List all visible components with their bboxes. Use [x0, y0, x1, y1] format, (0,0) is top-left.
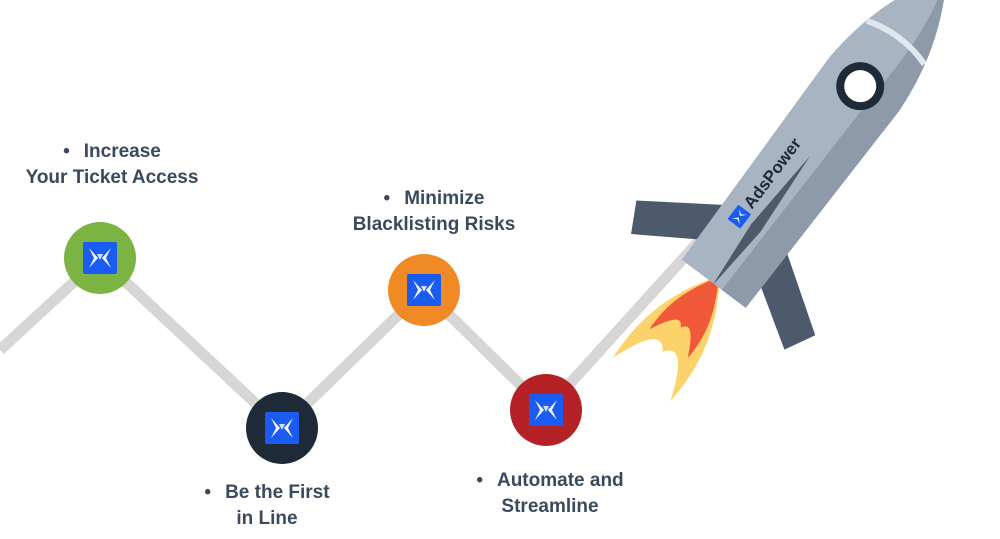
milestone-label-3: • Be the First in Line	[187, 480, 347, 532]
milestone-3-line2: in Line	[236, 508, 298, 529]
milestone-4-line1: Automate and	[496, 470, 624, 491]
milestone-2-line2: Blacklisting Risks	[352, 214, 516, 235]
milestone-node-1	[64, 222, 136, 294]
milestone-label-4: • Automate and Streamline	[455, 468, 645, 520]
rocket-fin-top	[631, 200, 726, 241]
milestone-4-line2: Streamline	[501, 496, 599, 517]
rocket-icon: AdsPower	[612, 0, 948, 402]
rocket-flame-inner	[649, 277, 719, 359]
adspower-logo-icon	[83, 242, 117, 274]
rocket-body-shade	[721, 0, 948, 308]
milestone-node-3	[246, 392, 318, 464]
bullet-icon: •	[476, 470, 483, 491]
adspower-logo-icon	[265, 412, 299, 444]
bullet-icon: •	[63, 141, 70, 162]
milestone-3-line1: Be the First	[225, 482, 330, 503]
rocket-nose-stripe	[865, 18, 927, 66]
milestone-label-1: • Increase Your Ticket Access	[12, 139, 212, 191]
adspower-logo-icon	[407, 274, 441, 306]
rocket-fin-bottom	[756, 250, 816, 350]
rocket-logo-icon	[727, 205, 751, 229]
milestone-1-line2: Your Ticket Access	[25, 167, 199, 188]
rocket-body	[681, 0, 948, 308]
adspower-logo-icon	[529, 394, 563, 426]
bullet-icon: •	[204, 482, 212, 503]
milestone-node-4	[510, 374, 582, 446]
bullet-icon: •	[383, 188, 391, 209]
rocket-fin-center	[712, 156, 811, 286]
milestone-1-line1: Increase	[83, 141, 161, 162]
milestone-label-2: • Minimize Blacklisting Risks	[336, 186, 532, 238]
milestone-node-2	[388, 254, 460, 326]
milestone-2-line1: Minimize	[404, 188, 485, 209]
